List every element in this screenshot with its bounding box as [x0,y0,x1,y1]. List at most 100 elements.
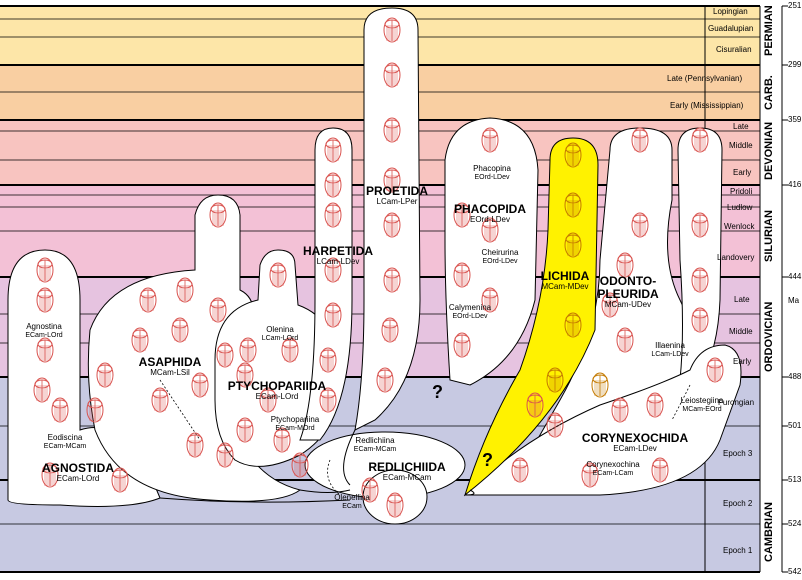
trilobite-icon [383,267,401,293]
stage-pridoli: Pridoli [730,187,753,196]
bubble-illaenina [677,127,723,381]
trilobite-icon [361,477,379,503]
ma-251: 251 [788,1,802,10]
order-phacopida: PHACOPIDA EOrd-LDev [440,202,540,225]
trilobite-icon [171,317,189,343]
order-agnostida-name: AGNOSTIDA [42,461,114,475]
unknown-origin-mark-1: ? [432,382,443,402]
order-proetida-range: LCam-LPer [376,197,418,207]
stage-wenlock: Wenlock [724,222,755,231]
suborder-cheirurina-name: Cheirurina [481,248,519,257]
order-phacopida-name: PHACOPIDA [453,202,526,216]
ma-416: 416 [788,180,802,189]
trilobite-icon [581,462,599,488]
suborder-phacopina-name: Phacopina [473,164,511,173]
ma-513: 513 [788,475,802,484]
trilobite-icon [281,337,299,363]
trilobite-icon [564,312,582,338]
trilobite-icon [453,262,471,288]
trilobite-icon [139,287,157,313]
trilobite-icon [616,327,634,353]
connector-lines [159,429,475,503]
stage-guadalupian: Guadalupian [708,24,754,33]
order-proetida: PROETIDA LCam-LPer [352,184,442,207]
order-redlichiida-range: ECam-MCam [382,473,432,483]
suborder-illaenina-range: LCam-LDev [651,350,689,358]
trilobite-icon [481,127,499,153]
period-carboniferous: CARB. [763,75,775,110]
trilobite-icon [324,257,342,283]
suborder-corynexochina-range: ECam-LCam [592,469,634,477]
suborder-corynexochina-name: Corynexochina [586,460,640,469]
suborder-redlichiina-name: Redlichiina [355,436,395,445]
trilobite-icon [381,317,399,343]
trilobite-icon [453,202,471,228]
order-odontopleurida: ODONTO- PLEURIDA MCam-UDev [583,274,673,310]
trilobite-icon [546,367,564,393]
period-permian: PERMIAN [763,5,775,56]
trilobite-icon [319,387,337,413]
ma-ticks [782,5,788,573]
suborder-leiostegiina: Leiostegiina MCam-EOrd [667,396,737,413]
trilobite-icon [239,337,257,363]
suborder-calymenina-range: EOrd-LDev [452,312,488,320]
trilobite-icon [383,212,401,238]
suborder-eodiscina-name: Eodiscina [47,433,83,442]
order-harpetida: HARPETIDA LCam-LDev [288,244,388,267]
suborder-corynexochina: Corynexochina ECam-LCam [568,460,658,477]
ma-501: 501 [788,421,802,430]
suborder-olenina-range: LCam-LOrd [261,334,299,342]
stage-middle-ordovician: Middle [729,327,753,336]
stage-late-pennsylvanian: Late (Pennsylvanian) [667,74,743,83]
order-asaphida-name: ASAPHIDA [138,355,202,369]
stage-furongian: Furongian [718,398,755,407]
order-odontopleurida-name1: ODONTO- [599,274,657,288]
order-odontopleurida-name2: PLEURIDA [597,287,659,302]
stage-ludlow: Ludlow [727,203,753,212]
stage-late-ordovician: Late [734,295,750,304]
trilobite-icon [691,307,709,333]
stage-epoch-2: Epoch 2 [723,499,753,508]
suborder-redlichiina-range: ECam-MCam [353,445,397,453]
suborder-olenellina: Olenellina ECam [322,493,382,510]
trilobite-icon [386,492,404,518]
stage-epoch-1: Epoch 1 [723,546,753,555]
suborder-cheirurina: Cheirurina EOrd-LDev [470,248,530,265]
period-cambrian: CAMBRIAN [763,502,775,562]
bubble-phacopida [444,117,539,386]
order-corynexochida: CORYNEXOCHIDA ECam-LDev [570,431,700,454]
suborder-olenellina-range: ECam [342,502,362,510]
trilobite-icon [601,292,619,318]
trilobite-icon [51,397,69,423]
order-lichida-range: MCam-MDev [541,282,589,292]
stage-early-devonian: Early [733,168,752,177]
period-silurian: SILURIAN [763,210,775,262]
trilobite-icon [691,212,709,238]
stage-middle-devonian: Middle [729,141,753,150]
trilobite-icon [691,127,709,153]
ma-488: 488 [788,372,802,381]
ma-359: 359 [788,115,802,124]
ma-542: 542 [788,567,802,576]
trilobite-icon [383,117,401,143]
dashed-lines [159,379,691,496]
trilobite-icon [616,252,634,278]
suborder-redlichiina: Redlichiina ECam-MCam [340,436,410,453]
trilobite-icon [209,202,227,228]
period-ordovician: ORDOVICIAN [763,301,775,372]
bubble-proetida [354,7,421,431]
fossil-glyphs [33,17,724,518]
suborder-ptychopariina: Ptychopariina ECam-MOrd [260,415,330,432]
trilobite-icon [706,357,724,383]
ma-444: 444 [788,272,802,281]
period-devonian: DEVONIAN [763,121,775,180]
stage-early-ordovician: Early [733,357,752,366]
trilobite-icon [631,212,649,238]
trilobite-icon [41,462,59,488]
trilobite-icon [96,362,114,388]
trilobite-icon [86,397,104,423]
suborder-phacopina-range: EOrd-LDev [474,173,510,181]
trilobite-icon [33,377,51,403]
